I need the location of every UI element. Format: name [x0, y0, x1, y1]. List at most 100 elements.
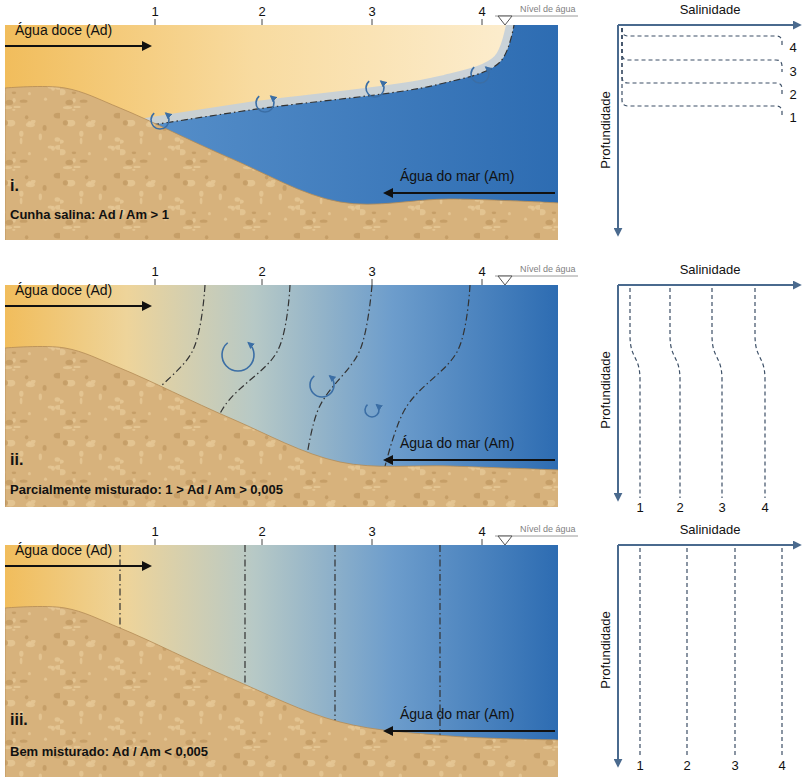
sea-water-arrow — [385, 192, 555, 194]
salinity-profile — [622, 28, 782, 95]
position-number: 3 — [368, 5, 375, 20]
eddy-arrow — [471, 67, 489, 83]
salinity-profile — [622, 28, 782, 48]
panel-caption: Bem misturado: Ad / Am < 0,005 — [10, 745, 208, 760]
panel-caption: Cunha salina: Ad / Am > 1 — [10, 208, 169, 223]
water-level-label: Nível de água — [520, 264, 576, 274]
sea-water-arrow — [385, 730, 555, 732]
salinity-profile — [670, 288, 680, 498]
depth-axis — [617, 545, 619, 766]
panel — [5, 536, 800, 777]
position-number: 2 — [258, 5, 265, 20]
position-tick — [482, 279, 483, 285]
salinity-profile — [622, 28, 782, 118]
position-tick — [482, 539, 483, 545]
salinity-profile — [639, 548, 640, 756]
profile-number: 3 — [731, 759, 738, 774]
flow-label: Água doce (Ad) — [15, 542, 112, 558]
profile-number: 3 — [789, 65, 796, 80]
salinity-profile — [781, 548, 782, 756]
flow-label: Água doce (Ad) — [15, 282, 112, 298]
position-tick — [155, 279, 156, 285]
position-tick — [372, 19, 373, 25]
water-level-symbol — [498, 276, 512, 285]
profile-number: 1 — [636, 759, 643, 774]
position-number: 1 — [151, 5, 158, 20]
salinity-profile — [630, 288, 640, 498]
estuary-bed — [5, 86, 558, 240]
flow-label: Água doce (Ad) — [15, 22, 112, 38]
water-level-label: Nível de água — [520, 4, 576, 14]
axis-title: Profundidade — [599, 351, 614, 428]
position-number: 4 — [478, 265, 485, 280]
position-tick — [372, 539, 373, 545]
sea-water-arrow — [385, 459, 555, 461]
salinity-profile — [686, 548, 687, 756]
flow-label: Água do mar (Am) — [400, 168, 514, 184]
position-number: 2 — [258, 265, 265, 280]
profile-number: 4 — [789, 41, 796, 56]
panel-number: ii. — [10, 451, 23, 469]
panel-number: iii. — [10, 711, 28, 729]
flow-label: Água do mar (Am) — [400, 706, 514, 722]
position-tick — [155, 19, 156, 25]
depth-axis — [617, 25, 619, 235]
axis-title: Salinidade — [680, 523, 741, 538]
salinity-axis — [618, 24, 800, 26]
position-tick — [262, 539, 263, 545]
profile-number: 2 — [683, 759, 690, 774]
estuary-bed — [5, 346, 558, 507]
position-tick — [262, 19, 263, 25]
water-level-label: Nível de água — [520, 524, 576, 534]
panel-caption: Parcialmente misturado: 1 > Ad / Am > 0,… — [10, 483, 283, 498]
profile-number: 1 — [636, 501, 643, 516]
position-number: 2 — [258, 525, 265, 540]
profile-number: 2 — [789, 88, 796, 103]
salinity-profile — [712, 288, 722, 498]
water-level-symbol — [498, 536, 512, 545]
panel-number: i. — [10, 177, 19, 195]
eddy-arrow — [310, 376, 334, 397]
salinity-axis — [618, 544, 800, 546]
position-number: 3 — [368, 265, 375, 280]
axis-title: Profundidade — [599, 611, 614, 688]
eddy-arrow — [366, 81, 384, 97]
panel — [5, 16, 800, 260]
eddy-arrow — [256, 96, 274, 112]
position-tick — [262, 279, 263, 285]
axis-title: Salinidade — [680, 263, 741, 278]
eddy-arrow — [222, 343, 254, 371]
eddy-arrow — [151, 113, 169, 129]
position-tick — [155, 539, 156, 545]
salinity-profile — [755, 288, 765, 498]
salinity-axis — [618, 284, 800, 286]
estuary-bed — [5, 606, 558, 777]
axis-title: Salinidade — [680, 3, 741, 18]
halocline — [95, 25, 514, 134]
profile-number: 4 — [778, 759, 785, 774]
salinity-profile — [622, 28, 782, 72]
position-number: 1 — [151, 525, 158, 540]
axis-title: Profundidade — [599, 91, 614, 168]
profile-number: 3 — [718, 501, 725, 516]
eddy-arrow — [365, 405, 379, 417]
water-level-symbol — [498, 16, 512, 25]
position-tick — [482, 19, 483, 25]
profile-number: 4 — [761, 501, 768, 516]
salinity-profile — [734, 548, 735, 756]
position-number: 4 — [478, 5, 485, 20]
fresh-water-arrow — [5, 45, 150, 47]
panel — [5, 276, 800, 522]
position-number: 3 — [368, 525, 375, 540]
fresh-water-arrow — [5, 565, 150, 567]
depth-axis — [617, 285, 619, 500]
fresh-water-arrow — [5, 305, 150, 307]
flow-label: Água do mar (Am) — [400, 435, 514, 451]
position-number: 4 — [478, 525, 485, 540]
profile-number: 2 — [676, 501, 683, 516]
profile-number: 1 — [789, 111, 796, 126]
position-number: 1 — [151, 265, 158, 280]
position-tick — [372, 279, 373, 285]
